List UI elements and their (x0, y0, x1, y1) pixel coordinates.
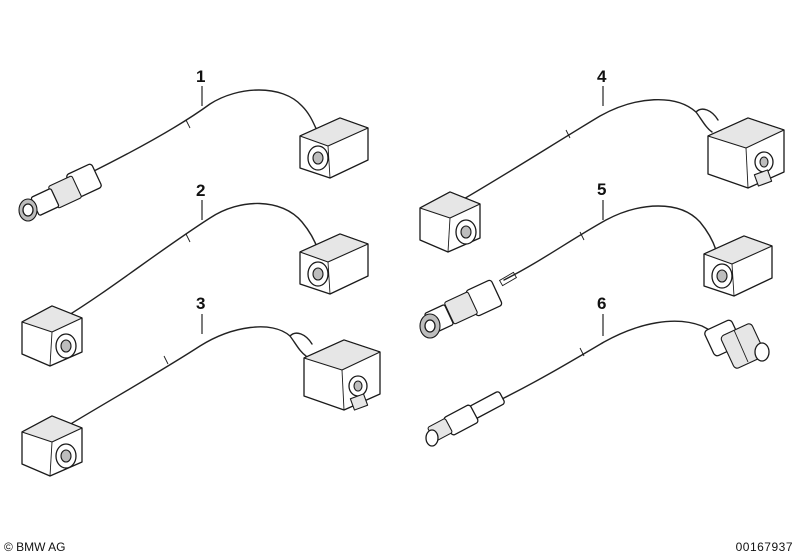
callout-3: 3 (196, 294, 205, 313)
part-1-cable (18, 89, 369, 222)
callout-1: 1 (196, 67, 205, 86)
callout-2: 2 (196, 181, 205, 200)
callout-5: 5 (597, 180, 606, 199)
part-4-cable (419, 98, 785, 253)
image-number: 00167937 (735, 540, 793, 554)
part-1-round-plug (18, 163, 102, 222)
part-6-pin-plug (425, 391, 505, 447)
part-3-left-connector (21, 415, 83, 477)
part-5-cable (419, 205, 773, 339)
part-2-cable (21, 202, 369, 367)
part-5-angled-connector (703, 235, 773, 297)
callout-6: 6 (597, 294, 606, 313)
part-3-cable (21, 326, 381, 477)
part-6-cable (425, 319, 770, 447)
part-1-angled-connector (299, 117, 369, 179)
copyright-text: © BMW AG (4, 540, 66, 554)
part-2-right-connector (299, 233, 369, 295)
part-5-round-plug (419, 271, 518, 339)
part-4-double-connector (707, 117, 785, 189)
part-3-double-connector (303, 339, 381, 411)
part-4-left-connector (419, 191, 481, 253)
part-2-left-connector (21, 305, 83, 367)
part-6-fakra-connector (704, 319, 770, 369)
callout-4: 4 (597, 67, 607, 86)
